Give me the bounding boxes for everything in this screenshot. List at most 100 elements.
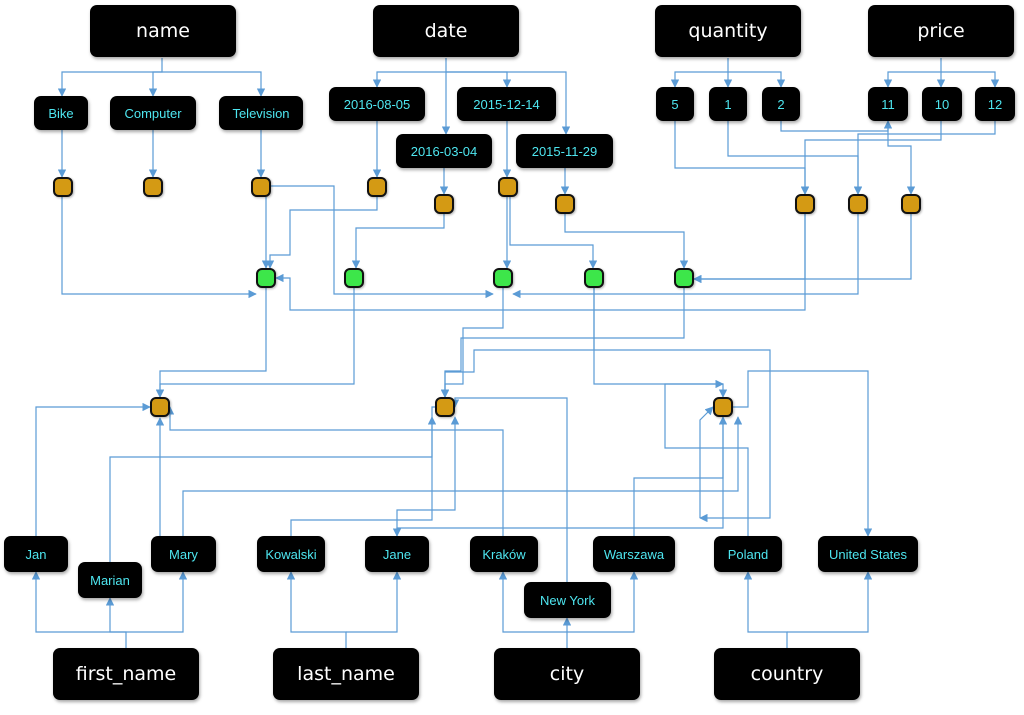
value-krakow: Kraków: [470, 536, 538, 572]
edge: [800, 121, 942, 195]
edge: [275, 214, 806, 311]
value-price-11: 11: [868, 87, 908, 121]
edge: [512, 214, 859, 299]
value-computer: Computer: [110, 96, 196, 130]
edge: [57, 58, 163, 97]
edge: [286, 571, 347, 648]
value-quantity-5: 5: [656, 87, 694, 121]
value-node-2015-11-29: [555, 194, 575, 214]
edge: [594, 349, 771, 523]
edge: [727, 121, 863, 195]
value-date-2015-11-29: 2015-11-29: [516, 134, 613, 168]
edge: [290, 416, 437, 536]
value-jan: Jan: [4, 536, 68, 572]
edge: [165, 406, 504, 536]
edge: [392, 417, 724, 537]
edge: [670, 58, 729, 88]
edge: [564, 214, 689, 269]
customer-node-1: [150, 397, 170, 417]
edge: [743, 571, 788, 648]
value-node-2015-12-14: [498, 177, 518, 197]
edge: [346, 571, 402, 633]
record-node-5: [674, 268, 694, 288]
edge: [372, 58, 447, 88]
record-node-2: [344, 268, 364, 288]
edge: [498, 571, 568, 648]
value-poland: Poland: [714, 536, 782, 572]
value-node-television: [251, 177, 271, 197]
edge: [693, 214, 806, 284]
edge: [450, 397, 568, 582]
edge: [440, 288, 595, 398]
value-node-price-11: [795, 194, 815, 214]
value-quantity-1: 1: [709, 87, 747, 121]
value-node-computer: [143, 177, 163, 197]
edge: [664, 379, 749, 536]
record-node-3: [493, 268, 513, 288]
edge: [148, 71, 162, 97]
value-new-york: New York: [524, 582, 611, 618]
edge: [265, 197, 378, 269]
edge: [396, 416, 460, 536]
edge: [853, 121, 996, 195]
attr-price: price: [868, 5, 1014, 57]
value-quantity-2: 2: [762, 87, 800, 121]
edge: [155, 288, 267, 398]
value-price-12: 12: [975, 87, 1015, 121]
attr-first-name: first_name: [53, 648, 199, 700]
edge: [162, 71, 266, 97]
edge: [699, 406, 714, 518]
edge: [883, 58, 942, 88]
attr-last-name: last_name: [273, 648, 419, 700]
edge: [31, 571, 127, 648]
edge: [728, 71, 786, 88]
value-price-10: 10: [922, 87, 962, 121]
value-jane: Jane: [365, 536, 429, 572]
record-node-1: [256, 268, 276, 288]
value-kowalski: Kowalski: [257, 536, 325, 572]
edge: [780, 120, 893, 132]
attr-quantity: quantity: [655, 5, 801, 57]
edge: [446, 71, 571, 135]
value-date-2016-08-05: 2016-08-05: [329, 87, 425, 121]
edge: [674, 121, 810, 195]
value-warszawa: Warszawa: [593, 536, 675, 572]
edge: [155, 288, 355, 398]
edge: [509, 197, 598, 269]
value-date-2016-03-04: 2016-03-04: [396, 134, 492, 168]
edge: [271, 185, 494, 299]
customer-node-2: [435, 397, 455, 417]
attr-name: name: [90, 5, 236, 57]
value-node-2016-03-04: [434, 194, 454, 214]
edge: [61, 197, 257, 299]
edge: [440, 288, 685, 398]
attr-city: city: [494, 648, 640, 700]
edge: [941, 71, 1000, 88]
customer-node-3: [713, 397, 733, 417]
edge: [787, 571, 873, 633]
edge: [182, 416, 743, 536]
edge: [351, 214, 445, 269]
edge: [593, 288, 728, 398]
edge: [126, 571, 188, 633]
record-node-4: [584, 268, 604, 288]
edge: [35, 402, 151, 536]
value-bike: Bike: [34, 96, 88, 130]
value-node-price-12: [901, 194, 921, 214]
value-node-bike: [53, 177, 73, 197]
attr-country: country: [714, 648, 860, 700]
value-node-2016-08-05: [367, 177, 387, 197]
value-date-2015-12-14: 2015-12-14: [457, 87, 556, 121]
attr-date: date: [373, 5, 519, 57]
edge: [887, 121, 916, 195]
value-united-states: United States: [818, 536, 918, 572]
edge: [446, 71, 512, 88]
edge: [440, 288, 504, 398]
value-node-price-10: [848, 194, 868, 214]
edge: [567, 571, 639, 633]
edge: [693, 214, 912, 284]
value-television: Television: [219, 96, 303, 130]
value-mary: Mary: [151, 536, 216, 572]
